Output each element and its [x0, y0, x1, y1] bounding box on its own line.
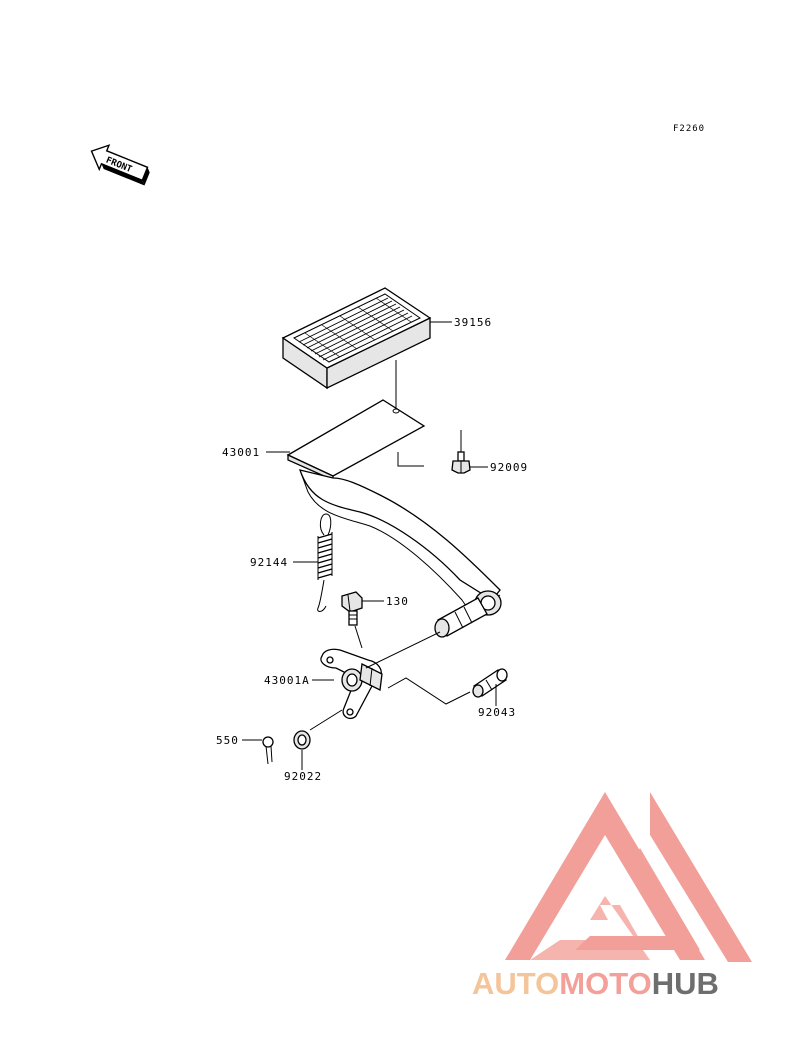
label-92043: 92043 [478, 706, 516, 719]
svg-text:AUTOMOTOHUB: AUTOMOTOHUB [472, 966, 719, 1001]
label-92022: 92022 [284, 770, 322, 783]
return-spring [317, 513, 333, 612]
label-43001A: 43001A [264, 674, 310, 687]
reference-code: F2260 [673, 124, 705, 134]
label-39156: 39156 [454, 316, 492, 329]
bolt-92009 [451, 451, 471, 474]
label-92009: 92009 [490, 461, 528, 474]
watermark-moto: MOTO [559, 966, 651, 1001]
pedal-pad-ribs [298, 297, 413, 361]
watermark-text: AUTOMOTOHUB [472, 966, 719, 1001]
pin-92043 [472, 668, 508, 698]
brake-pedal-arm [286, 399, 502, 638]
label-130: 130 [386, 595, 409, 608]
cotter-pin-550 [262, 736, 274, 765]
label-43001: 43001 [222, 446, 260, 459]
bolt-130 [341, 591, 363, 626]
brake-lever [320, 648, 383, 720]
pedal-pad [281, 287, 432, 390]
watermark-auto: AUTO [472, 966, 559, 1001]
label-550: 550 [216, 734, 239, 747]
label-92144: 92144 [250, 556, 288, 569]
front-arrow-icon: FRONT [90, 144, 150, 186]
watermark-hub: HUB [652, 966, 719, 1001]
watermark-logo-icon [505, 792, 752, 962]
washer-92022 [293, 730, 311, 750]
